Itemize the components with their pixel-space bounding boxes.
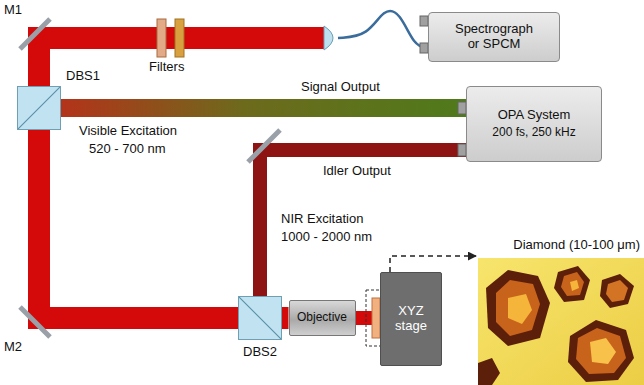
annotation-label: Visible Excitation [78, 124, 178, 139]
diamond-sample [372, 298, 380, 338]
node-label: Diamond (10-100 μm) [513, 238, 640, 253]
diamond-crystal [486, 270, 550, 346]
optical-fiber [338, 11, 428, 48]
annotation-label: Filters [148, 60, 185, 75]
beam-splitter-cube: DBS1 [17, 86, 61, 130]
annotation-label: 1000 - 2000 nm [280, 230, 373, 245]
node-label: OPA System [498, 108, 571, 123]
collection-beam [39, 11, 428, 86]
micrograph-panel: Diamond (10-100 μm) [476, 236, 644, 385]
crystal-face [606, 280, 628, 302]
optical-filter [157, 19, 166, 57]
collection-beam [39, 130, 238, 318]
crystal-core [570, 280, 579, 291]
fiber-port [420, 16, 428, 26]
fiber-port [420, 43, 428, 53]
annotation-label: NIR Excitation [280, 212, 364, 227]
optical-filter [175, 19, 184, 57]
annotation-label: 520 - 700 nm [88, 142, 167, 157]
excitation-beam [282, 318, 289, 319]
collection-beam [39, 130, 238, 318]
node-label: DBS2 [243, 345, 277, 360]
crystal-core [508, 294, 532, 324]
mirror-label: M2 [3, 340, 23, 355]
diamond-micrograph [478, 258, 644, 385]
signal-beam [61, 108, 466, 109]
signal-beam [61, 99, 466, 117]
laser-source-box: OPA System 200 fs, 250 kHz [466, 86, 602, 162]
fiber-coupler-lens [324, 26, 333, 50]
objective-box: Objective [289, 300, 356, 336]
mirror [20, 307, 50, 337]
mirror [20, 19, 50, 49]
beam-label: Idler Output [322, 164, 392, 179]
node-label: Objective [297, 311, 347, 325]
diamond-crystal [568, 320, 634, 382]
mirror [248, 130, 280, 162]
mirror-label: M1 [3, 3, 23, 18]
output-port [458, 102, 466, 114]
node-label: XYZ stage [388, 304, 434, 334]
node-label: Spectrograph or SPCM [448, 22, 540, 52]
diamond-crystal [554, 266, 590, 302]
beam-label: Signal Output [300, 80, 381, 95]
output-port [458, 144, 466, 156]
diamond-crystal [478, 358, 500, 385]
crystal-core [590, 338, 616, 364]
zoom-arrow [390, 256, 476, 272]
stage-box: XYZ stage [380, 272, 442, 366]
crystal-face [561, 272, 584, 296]
excitation-beam [282, 307, 289, 329]
node-label: DBS1 [66, 69, 100, 84]
beam-splitter-cube: DBS2 [238, 296, 282, 340]
crystal-face [496, 280, 540, 336]
crystal-face [576, 328, 626, 374]
diamond-crystal [600, 274, 634, 308]
micrograph-ground [478, 258, 644, 385]
node-sublabel: 200 fs, 250 kHz [492, 126, 575, 140]
zoom-arrow [390, 256, 476, 272]
instrument-box: Spectrograph or SPCM [428, 12, 560, 62]
